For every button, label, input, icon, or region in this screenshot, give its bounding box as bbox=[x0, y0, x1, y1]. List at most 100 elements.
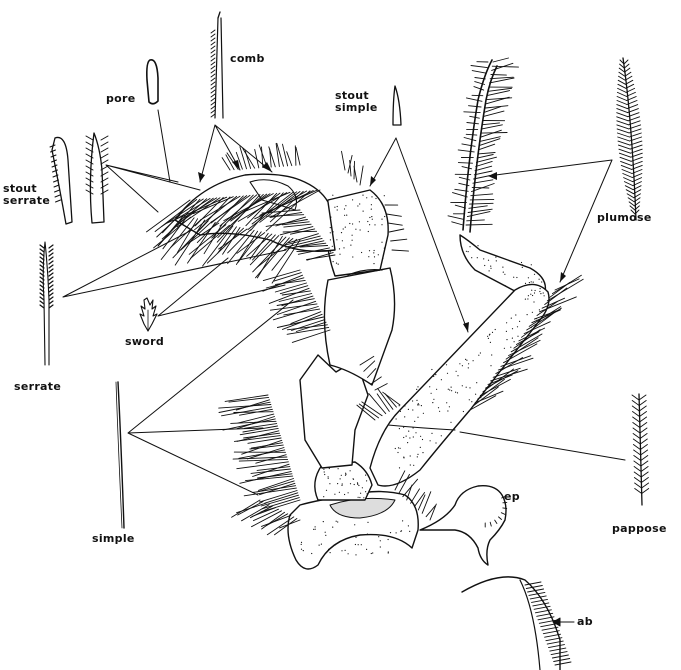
stipple-dot bbox=[360, 493, 361, 494]
stipple-dot bbox=[301, 544, 302, 545]
bristle-stroke bbox=[477, 155, 493, 159]
stipple-dot bbox=[359, 497, 360, 498]
stipple-dot bbox=[527, 298, 528, 299]
stipple-dot bbox=[301, 542, 302, 543]
bristle-stroke bbox=[154, 217, 191, 248]
stipple-dot bbox=[325, 532, 326, 533]
bristle-stroke bbox=[632, 406, 639, 411]
stout-simple-label-line2: simple bbox=[335, 102, 378, 114]
bristle-stroke bbox=[641, 450, 648, 455]
stipple-dot bbox=[471, 257, 472, 258]
stipple-dot bbox=[384, 206, 385, 207]
bristle-stroke bbox=[211, 54, 215, 57]
bristle-stroke bbox=[640, 439, 647, 444]
stipple-dot bbox=[374, 256, 375, 257]
bristle-stroke bbox=[211, 110, 215, 113]
stipple-dot bbox=[337, 209, 338, 210]
stipple-dot bbox=[528, 295, 529, 296]
stipple-dot bbox=[447, 373, 448, 374]
bristle-stroke bbox=[211, 30, 215, 33]
stipple-dot bbox=[315, 529, 316, 530]
stipple-dot bbox=[450, 422, 451, 423]
stipple-dot bbox=[480, 397, 481, 398]
bristle-stroke bbox=[622, 170, 632, 174]
bristle-stroke bbox=[624, 64, 629, 68]
stipple-dot bbox=[357, 482, 358, 483]
stipple-dot bbox=[380, 546, 381, 547]
stipple-dot bbox=[436, 389, 437, 390]
pore-seta-icon bbox=[147, 60, 158, 104]
stipple-dot bbox=[330, 217, 331, 218]
stipple-dot bbox=[531, 327, 532, 328]
stipple-dot bbox=[416, 389, 417, 390]
bristle-stroke bbox=[259, 145, 267, 167]
bristle-stroke bbox=[617, 125, 629, 129]
bristle-stroke bbox=[618, 80, 625, 84]
stipple-dot bbox=[371, 204, 372, 205]
stipple-dot bbox=[534, 292, 535, 293]
stout-serrate-seta-icon bbox=[50, 133, 108, 224]
bristle-stroke bbox=[640, 412, 647, 417]
bristle-stroke bbox=[49, 257, 53, 260]
stipple-dot bbox=[384, 195, 385, 196]
stipple-dot bbox=[342, 483, 343, 484]
bristle-stroke bbox=[641, 461, 648, 466]
stipple-dot bbox=[345, 550, 346, 551]
bristle-stroke bbox=[633, 428, 640, 433]
stipple-dot bbox=[345, 475, 346, 476]
stipple-dot bbox=[403, 427, 404, 428]
stipple-dot bbox=[475, 394, 476, 395]
stipple-dot bbox=[504, 348, 505, 349]
stipple-dot bbox=[330, 552, 331, 553]
bristle-stroke bbox=[211, 42, 215, 45]
bristle-stroke bbox=[467, 123, 479, 124]
stipple-dot bbox=[339, 248, 340, 249]
stipple-dot bbox=[483, 258, 484, 259]
stipple-dot bbox=[490, 266, 491, 267]
stipple-dot bbox=[522, 267, 523, 268]
bristle-stroke bbox=[101, 160, 108, 164]
bristle-stroke bbox=[628, 198, 634, 202]
stipple-dot bbox=[413, 436, 414, 437]
bristle-stroke bbox=[547, 279, 583, 301]
bristle-stroke bbox=[482, 125, 503, 129]
ab-label: ab bbox=[577, 616, 593, 628]
bristle-stroke bbox=[641, 472, 648, 477]
stipple-dot bbox=[338, 264, 339, 265]
bristle-stroke bbox=[629, 202, 634, 206]
stipple-dot bbox=[352, 235, 353, 236]
bristle-stroke bbox=[618, 145, 630, 149]
bristle-stroke bbox=[619, 72, 625, 76]
stipple-dot bbox=[478, 355, 479, 356]
bristle-stroke bbox=[49, 285, 53, 288]
bristle-stroke bbox=[487, 98, 512, 100]
stipple-dot bbox=[339, 254, 340, 255]
bristle-stroke bbox=[640, 428, 647, 433]
stipple-dot bbox=[342, 240, 343, 241]
stipple-dot bbox=[323, 469, 324, 470]
stipple-dot bbox=[343, 228, 344, 229]
stipple-dot bbox=[381, 224, 382, 225]
stipple-dot bbox=[487, 336, 488, 337]
stipple-dot bbox=[422, 452, 423, 453]
bristle-stroke bbox=[618, 137, 630, 141]
bristle-stroke bbox=[462, 167, 472, 169]
stipple-dot bbox=[353, 479, 354, 480]
stipple-dot bbox=[380, 540, 381, 541]
bristle-stroke bbox=[49, 289, 53, 292]
stipple-dot bbox=[433, 376, 434, 377]
bristle-stroke bbox=[452, 222, 463, 225]
stipple-dot bbox=[382, 258, 383, 259]
stipple-dot bbox=[446, 402, 447, 403]
bristle-stroke bbox=[386, 214, 401, 216]
stipple-dot bbox=[539, 309, 540, 310]
bristle-stroke bbox=[269, 147, 276, 167]
stipple-dot bbox=[345, 473, 346, 474]
stipple-dot bbox=[480, 352, 481, 353]
stipple-dot bbox=[362, 487, 363, 488]
stipple-dot bbox=[541, 281, 542, 282]
stipple-dot bbox=[369, 224, 370, 225]
bristle-stroke bbox=[639, 406, 646, 411]
stipple-dot bbox=[466, 360, 467, 361]
bristle-stroke bbox=[634, 461, 641, 466]
